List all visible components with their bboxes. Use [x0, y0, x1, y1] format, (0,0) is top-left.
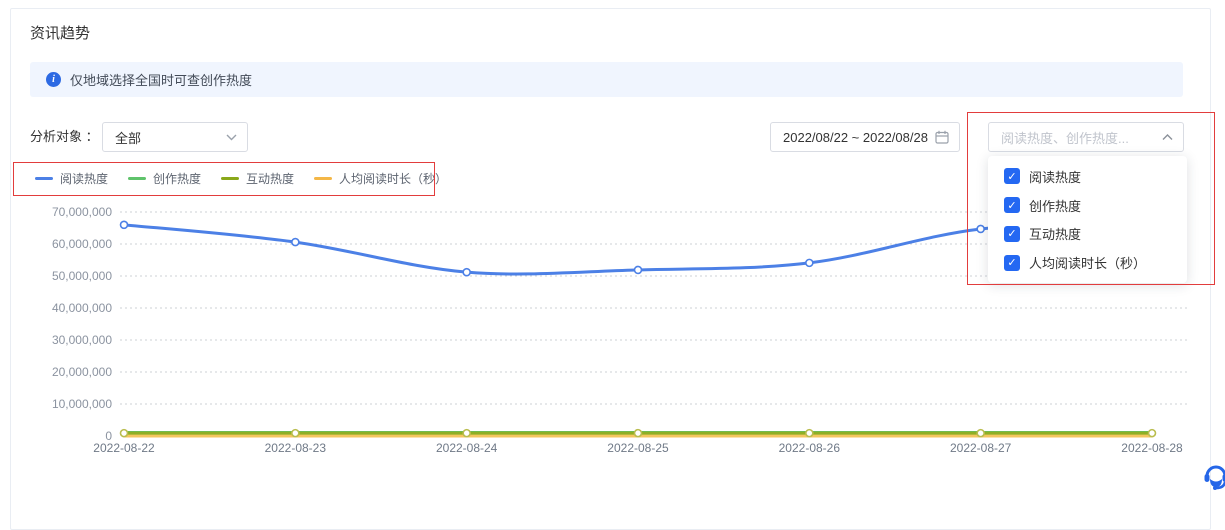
svg-text:40,000,000: 40,000,000	[52, 301, 112, 315]
date-range-picker[interactable]: 2022/08/22 ~ 2022/08/28	[770, 122, 960, 152]
checkbox-checked-icon[interactable]: ✓	[1004, 226, 1020, 242]
legend-dash-icon	[35, 177, 53, 180]
svg-text:10,000,000: 10,000,000	[52, 397, 112, 411]
chart-legend: 阅读热度 创作热度 互动热度 人均阅读时长（秒）	[35, 168, 447, 188]
metric-option-avg-read-time[interactable]: ✓ 人均阅读时长（秒）	[988, 249, 1187, 277]
chevron-up-icon	[1162, 134, 1173, 141]
legend-item[interactable]: 人均阅读时长（秒）	[314, 170, 447, 187]
notice-text: 仅地域选择全国时可查创作热度	[70, 70, 252, 89]
metric-option-label: 阅读热度	[1029, 167, 1081, 186]
notice-banner: i 仅地域选择全国时可查创作热度	[30, 62, 1183, 97]
checkbox-checked-icon[interactable]: ✓	[1004, 197, 1020, 213]
chevron-down-icon	[226, 134, 237, 141]
metric-select-placeholder: 阅读热度、创作热度...	[1001, 128, 1162, 147]
svg-text:30,000,000: 30,000,000	[52, 333, 112, 347]
checkbox-checked-icon[interactable]: ✓	[1004, 255, 1020, 271]
info-icon: i	[46, 72, 61, 87]
svg-text:2022-08-28: 2022-08-28	[1121, 441, 1183, 455]
svg-text:50,000,000: 50,000,000	[52, 269, 112, 283]
svg-text:70,000,000: 70,000,000	[52, 205, 112, 219]
metric-option-interact-heat[interactable]: ✓ 互动热度	[988, 220, 1187, 248]
legend-item[interactable]: 创作热度	[128, 170, 201, 187]
svg-text:2022-08-27: 2022-08-27	[950, 441, 1012, 455]
svg-text:2022-08-22: 2022-08-22	[93, 441, 155, 455]
legend-label: 阅读热度	[60, 170, 108, 187]
legend-label: 人均阅读时长（秒）	[339, 170, 447, 187]
metric-option-label: 人均阅读时长（秒）	[1029, 253, 1146, 272]
svg-text:2022-08-26: 2022-08-26	[779, 441, 841, 455]
metric-multiselect[interactable]: 阅读热度、创作热度...	[988, 122, 1184, 152]
svg-text:2022-08-25: 2022-08-25	[607, 441, 669, 455]
legend-item[interactable]: 阅读热度	[35, 170, 108, 187]
date-range-value: 2022/08/22 ~ 2022/08/28	[783, 130, 935, 145]
legend-dash-icon	[314, 177, 332, 180]
metric-option-read-heat[interactable]: ✓ 阅读热度	[988, 162, 1187, 190]
metric-dropdown-panel: ✓ 阅读热度 ✓ 创作热度 ✓ 互动热度 ✓ 人均阅读时长（秒）	[988, 156, 1187, 283]
svg-text:2022-08-23: 2022-08-23	[265, 441, 327, 455]
analysis-object-label: 分析对象 ：	[30, 122, 99, 152]
analysis-object-value: 全部	[115, 128, 226, 147]
page-title: 资讯趋势	[30, 22, 90, 43]
svg-text:60,000,000: 60,000,000	[52, 237, 112, 251]
legend-label: 互动热度	[246, 170, 294, 187]
legend-label: 创作热度	[153, 170, 201, 187]
svg-text:20,000,000: 20,000,000	[52, 365, 112, 379]
metric-option-label: 互动热度	[1029, 224, 1081, 243]
checkbox-checked-icon[interactable]: ✓	[1004, 168, 1020, 184]
legend-item[interactable]: 互动热度	[221, 170, 294, 187]
metric-option-label: 创作热度	[1029, 196, 1081, 215]
legend-dash-icon	[221, 177, 239, 180]
analysis-object-select[interactable]: 全部	[102, 122, 248, 152]
legend-dash-icon	[128, 177, 146, 180]
metric-option-create-heat[interactable]: ✓ 创作热度	[988, 191, 1187, 219]
customer-service-icon[interactable]	[1196, 458, 1225, 498]
svg-text:2022-08-24: 2022-08-24	[436, 441, 498, 455]
calendar-icon	[935, 130, 949, 144]
